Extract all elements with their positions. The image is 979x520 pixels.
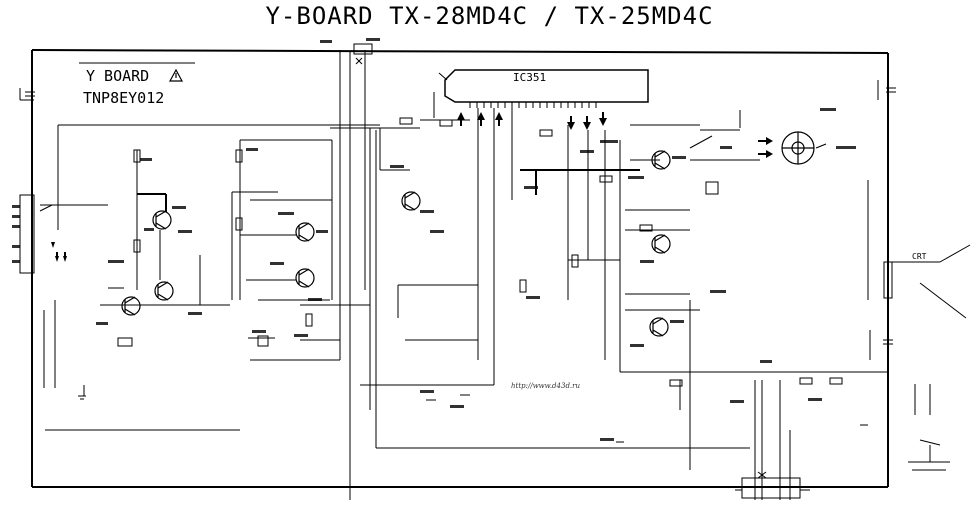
board-code: TNP8EY012 <box>83 89 165 107</box>
board-name: Y BOARD <box>86 67 150 85</box>
wiring <box>19 43 971 500</box>
page-title: Y-BOARD TX-28MD4C / TX-25MD4C <box>265 2 714 30</box>
small-components <box>25 87 941 446</box>
transistors <box>121 150 671 337</box>
crt-socket-symbol <box>781 131 827 165</box>
warning-triangle-icon <box>168 68 184 82</box>
ic351-body <box>433 69 649 118</box>
signal-arrows <box>51 112 773 262</box>
schematic-fine-print <box>12 38 856 441</box>
board-outline <box>31 49 889 488</box>
watermark: http://www.d43d.ru <box>511 382 581 390</box>
crt-connector-label: CRT <box>912 252 927 261</box>
ic-label: IC351 <box>513 71 547 84</box>
